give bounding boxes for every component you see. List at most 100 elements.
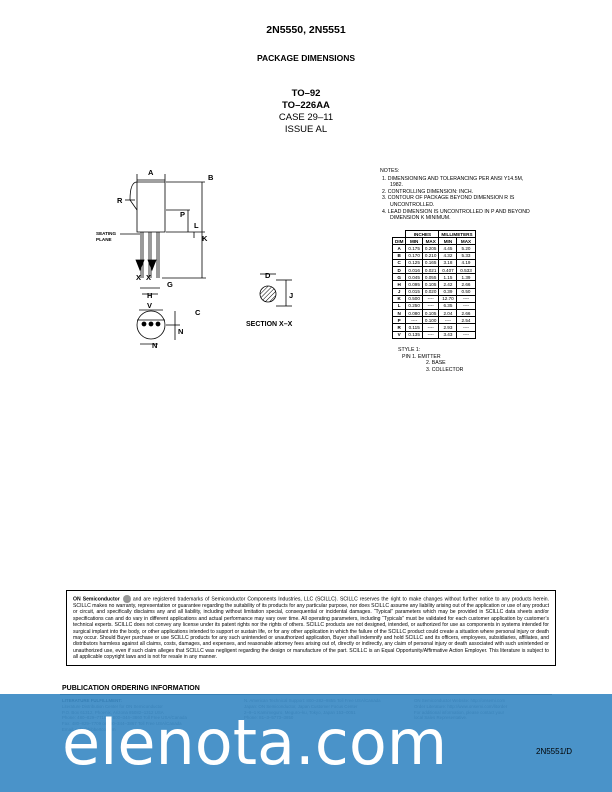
dim-value-cell: ---- [421,330,440,339]
col-header: DIM [391,237,407,246]
dim-value-cell: 0.407 [438,265,458,275]
dim-value-cell: 0.50 [456,287,476,296]
dim-value-cell: 1.15 [438,273,458,282]
pin-2: 2. BASE [426,360,446,366]
dim-value-cell: 0.125 [405,258,423,267]
dim-value-cell: 0.165 [421,258,440,267]
dim-value-cell: ---- [421,294,440,303]
dim-value-cell: 0.105 [421,309,440,318]
dim-value-cell: 0.045 [405,273,423,282]
group-header-mm: MILLIMETERS [438,229,476,239]
dim-value-cell: ---- [456,330,476,339]
dim-label-k: K [202,234,208,243]
document-header: 2N5550, 2N5551 [266,24,346,36]
dim-value-cell: ---- [456,301,476,311]
dim-label-b: B [208,173,214,182]
dim-letter-cell: R [391,323,407,332]
dim-label-x2: X [146,273,151,282]
dim-value-cell: 0.016 [405,265,423,275]
dim-label-h: H [147,291,152,300]
dim-value-cell: 0.500 [405,294,423,303]
dim-value-cell: 2.04 [438,309,458,318]
issue-number: ISSUE AL [284,124,328,135]
dim-value-cell: 0.015 [405,287,423,296]
table-row: P----0.100----2.54 [391,316,476,325]
dim-label-n1: N [178,327,183,336]
dim-letter-cell: J [391,287,407,296]
dim-value-cell: ---- [456,323,476,332]
disclaimer-text: and are registered trademarks of Semicon… [73,596,549,661]
group-header-inches: INCHES [405,229,440,239]
dim-value-cell: 0.055 [421,273,440,282]
dim-value-cell: ---- [456,294,476,303]
section-xx-label: SECTION X–X [246,321,293,328]
dim-value-cell: 0.020 [421,287,440,296]
dim-value-cell: 1.39 [456,273,476,282]
col-header: MAX [456,237,476,246]
col-header: MAX [421,237,440,246]
dim-value-cell: 5.20 [456,244,476,253]
dim-value-cell: 2.93 [438,323,458,332]
dim-value-cell: 0.175 [405,244,423,253]
pin-3: 3. COLLECTOR [426,366,464,373]
dim-letter-cell: G [391,273,407,282]
dim-value-cell: 2.42 [438,280,458,289]
case-number: CASE 29–11 [278,112,334,123]
dim-value-cell: 4.45 [438,244,458,253]
pin-1: PIN 1. EMITTER [402,353,441,360]
col-header: MIN [405,237,423,246]
dim-value-cell: 0.105 [421,280,440,289]
dim-label-v: V [147,301,152,310]
section-title: PACKAGE DIMENSIONS [256,53,356,63]
seating-plane-label-1: SEATING [96,231,117,236]
dim-label-r: R [117,196,123,205]
dim-value-cell: 12.70 [438,294,458,303]
dim-value-cell: ---- [421,323,440,332]
dim-value-cell: 0.39 [438,287,458,296]
dim-label-p: P [180,210,185,219]
dim-letter-cell: H [391,280,407,289]
note-2: 2. CONTROLLING DIMENSION: INCH. [382,188,474,195]
footer-doc-code: 2N5551/D [536,747,573,756]
dim-letter-cell: N [391,309,407,318]
dim-letter-cell: L [391,301,407,311]
dim-value-cell: 0.250 [405,301,423,311]
publication-title: PUBLICATION ORDERING INFORMATION [62,685,200,692]
dim-letter-cell: P [391,316,407,325]
dim-letter-cell: V [391,330,407,339]
on-logo-icon [122,595,131,603]
dimension-table: INCHES MILLIMETERS DIM MIN MAX MIN MAX A… [391,229,476,339]
note-3: 3. CONTOUR OF PACKAGE BEYOND DIMENSION R… [382,195,515,208]
dim-value-cell: 0.115 [405,323,423,332]
dim-label-n2: N [152,341,157,350]
watermark-text: elenota.com [62,706,448,779]
dim-value-cell: ---- [405,316,423,325]
seating-plane-label-2: PLANE [96,237,112,242]
dim-value-cell: 0.533 [456,265,476,275]
note-4: 4. LEAD DIMENSION IS UNCONTROLLED IN P A… [382,208,530,222]
dim-label-c: C [195,308,201,317]
dim-value-cell: 0.135 [405,330,423,339]
dim-value-cell: 4.32 [438,251,458,260]
dim-value-cell: 0.080 [405,309,423,318]
dim-letter-cell: D [391,265,407,275]
dim-label-x1: X [136,273,141,282]
col-header: MIN [438,237,458,246]
dim-value-cell: 0.100 [421,316,440,325]
dim-value-cell: 0.205 [421,244,440,253]
dim-label-a: A [148,168,154,177]
package-body [136,181,166,233]
dim-value-cell: 4.19 [456,258,476,267]
dim-value-cell: 5.33 [456,251,476,260]
dim-value-cell: 3.43 [438,330,458,339]
package-name: TO–92 [291,88,321,99]
